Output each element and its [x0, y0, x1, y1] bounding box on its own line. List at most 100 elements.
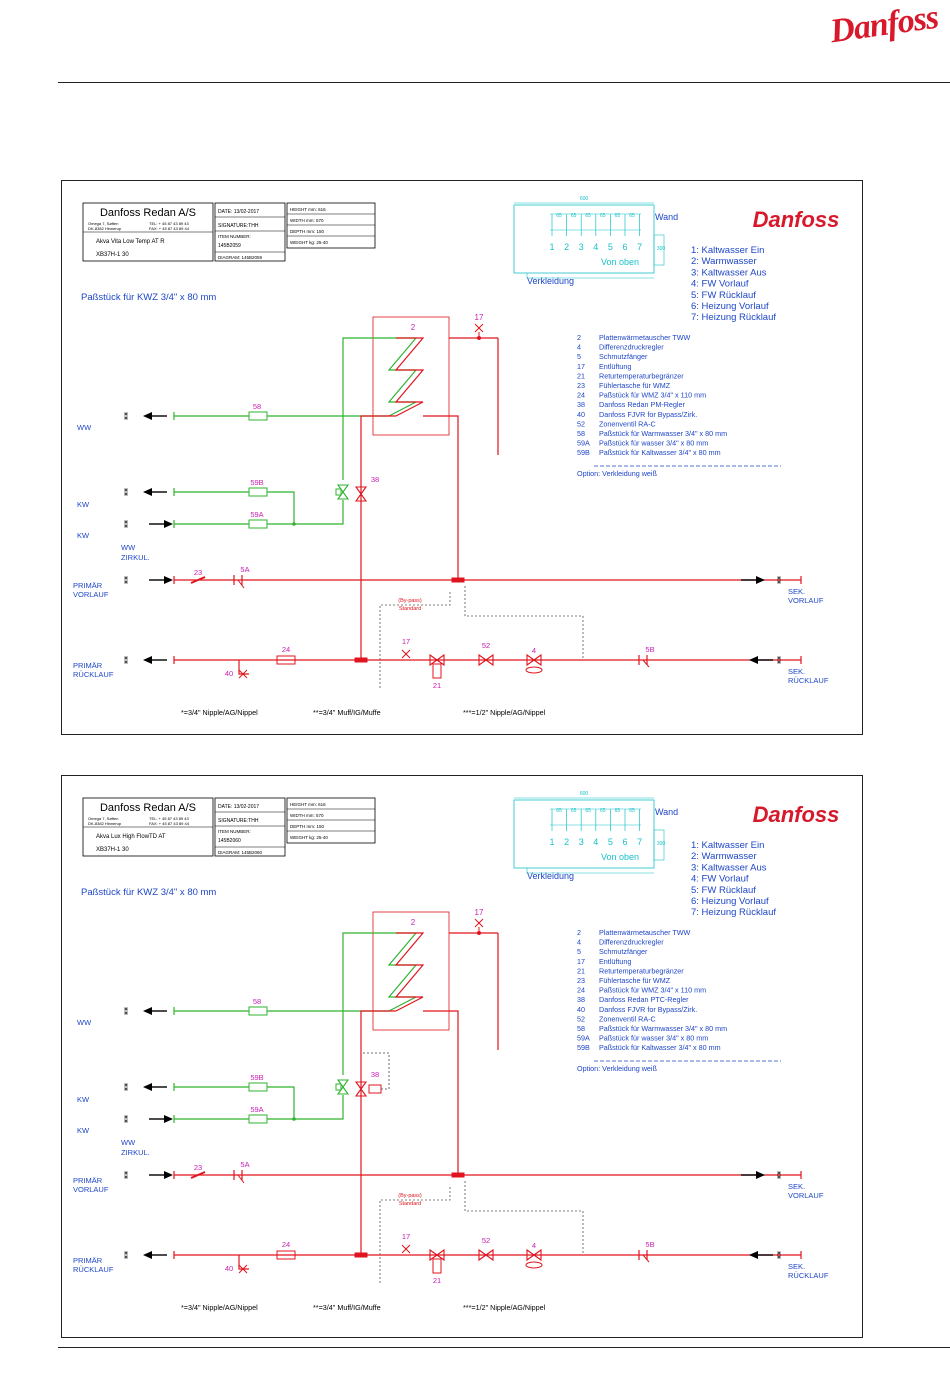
component-description: Entlüftung — [599, 362, 631, 371]
product-name: Akva Vita Low Temp AT R — [96, 239, 165, 245]
fitting-24 — [276, 655, 296, 665]
component-description: Paßstück für Warmwasser 3/4" x 80 mm — [599, 1024, 727, 1033]
option-note: Option: Verkleidung weiß — [577, 1064, 658, 1073]
signature-text: SIGNATURE:THH — [218, 818, 259, 824]
tee-fitting — [451, 1172, 465, 1178]
bypass-valve-40-line — [238, 1255, 249, 1270]
fitting-58 — [248, 411, 268, 421]
connection-list-item: 1: Kaltwasser Ein — [691, 840, 764, 851]
secondary-supply-out-arrow — [756, 576, 765, 584]
tag-21: 21 — [433, 681, 441, 690]
legend-muff-3-4: **=3/4" Muff/IG/Muffe — [313, 1303, 381, 1312]
ww-out-arrow — [143, 1007, 152, 1015]
item-number-label: ITEM NUMBER: — [218, 829, 251, 834]
dimension-300: 300 — [657, 246, 666, 252]
diagram-number: DIAGRAM: 145B2059 — [218, 255, 263, 260]
width-text: WIDTH mm: 570 — [290, 218, 324, 223]
legend-nipple-3-4: *=3/4" Nipple/AG/Nippel — [181, 708, 258, 717]
plate-hx-primary — [394, 932, 425, 1012]
component-number: 59A — [577, 1034, 590, 1043]
company-address: DK-8382 Hinnerup — [88, 821, 122, 826]
component-number: 21 — [577, 966, 585, 975]
nipple-marker: ⁑ — [777, 575, 782, 586]
danfoss-logo-small: Danfoss — [753, 207, 840, 232]
tag-2: 2 — [411, 323, 416, 332]
ww-out-arrow — [143, 412, 152, 420]
height-text: HEIGHT mm: 616 — [290, 802, 326, 807]
kwz-fitting-title: Paßstück für KWZ 3/4" x 80 mm — [81, 292, 216, 303]
secondary-label: SEK. — [788, 587, 805, 596]
component-description: Paßstück für wasser 3/4" x 80 mm — [599, 439, 708, 448]
header-divider — [58, 82, 950, 83]
component-number: 4 — [577, 938, 581, 947]
secondary-label: SEK. — [788, 1262, 805, 1271]
dimension-65: 65 — [629, 213, 635, 219]
weight-text: WEIGHT kg: 25-40 — [290, 835, 328, 840]
product-code: XB37H-1 30 — [96, 252, 129, 258]
cold-water-pipe — [342, 337, 389, 480]
zone-valve-52 — [478, 653, 494, 667]
secondary-return-label: RÜCKLAUF — [788, 676, 829, 685]
valve-40 — [238, 1264, 248, 1274]
tag-5a: 5A — [240, 1160, 249, 1169]
tag-5a: 5A — [240, 565, 249, 574]
tee-fitting — [354, 657, 368, 663]
connection-number: 5 — [608, 242, 613, 252]
primary-return-label: RÜCKLAUF — [73, 1265, 114, 1274]
component-description: Schmutzfänger — [599, 352, 648, 361]
component-number: 38 — [577, 400, 585, 409]
component-description: Fühlertasche für WMZ — [599, 976, 671, 985]
nipple-marker: ⁑ — [124, 411, 129, 422]
connection-number: 7 — [637, 837, 642, 847]
component-description: Fühlertasche für WMZ — [599, 381, 671, 390]
tag-59b: 59B — [250, 1073, 263, 1082]
nipple-marker: ⁑ — [777, 655, 782, 666]
option-note: Option: Verkleidung weiß — [577, 469, 658, 478]
nipple-marker: ⁑ — [124, 519, 129, 530]
cladding-label: Verkleidung — [527, 871, 574, 881]
connection-number: 6 — [622, 837, 627, 847]
cold-water-pipe — [342, 932, 389, 1075]
component-description: Danfoss Redan PTC-Regler — [599, 995, 689, 1004]
component-description: Paßstück für Kaltwasser 3/4" x 80 mm — [599, 448, 721, 457]
connection-list-item: 7: Heizung Rücklauf — [691, 312, 776, 323]
kw-pipe-2 — [267, 500, 344, 525]
legend-nipple-3-4: *=3/4" Nipple/AG/Nippel — [181, 1303, 258, 1312]
tag-23: 23 — [194, 568, 202, 577]
nipple-marker: ⁑ — [124, 487, 129, 498]
dimension-600: 600 — [580, 196, 589, 202]
component-number: 24 — [577, 986, 585, 995]
company-address: Omega 7, Søften — [88, 816, 118, 821]
tag-52: 52 — [482, 641, 490, 650]
component-description: Returtemperaturbegränzer — [599, 371, 684, 380]
dimension-65: 65 — [585, 213, 591, 219]
danfoss-logo: Danfoss — [827, 0, 940, 51]
tag-58: 58 — [253, 997, 261, 1006]
kw-label-1: KW — [77, 1095, 90, 1104]
secondary-label: SEK. — [788, 667, 805, 676]
heat-exchanger-2 — [372, 911, 450, 1031]
primary-label: PRIMÄR — [73, 1256, 103, 1265]
dp-diaphragm-4 — [525, 1261, 543, 1269]
bypass-label: (By-pass) — [398, 1193, 422, 1199]
primary-return-line — [360, 415, 396, 660]
tag-59b: 59B — [250, 478, 263, 487]
primary-label: PRIMÄR — [73, 661, 103, 670]
vent-symbol — [474, 323, 484, 333]
tag-17: 17 — [475, 908, 484, 917]
secondary-return-label: RÜCKLAUF — [788, 1271, 829, 1280]
tag-5b: 5B — [645, 1240, 654, 1249]
dimension-65: 65 — [585, 808, 591, 814]
tag-17-return: 17 — [402, 637, 410, 646]
wall-label: Wand — [655, 212, 678, 222]
item-number-label: ITEM NUMBER: — [218, 234, 251, 239]
pipe-junction — [292, 522, 296, 526]
tag-2: 2 — [411, 918, 416, 927]
primary-return-from-hx — [423, 1010, 459, 1175]
valve-38 — [354, 486, 368, 502]
connection-number: 1 — [549, 837, 554, 847]
sensor-pocket-23 — [190, 576, 206, 584]
component-description: Entlüftung — [599, 957, 631, 966]
